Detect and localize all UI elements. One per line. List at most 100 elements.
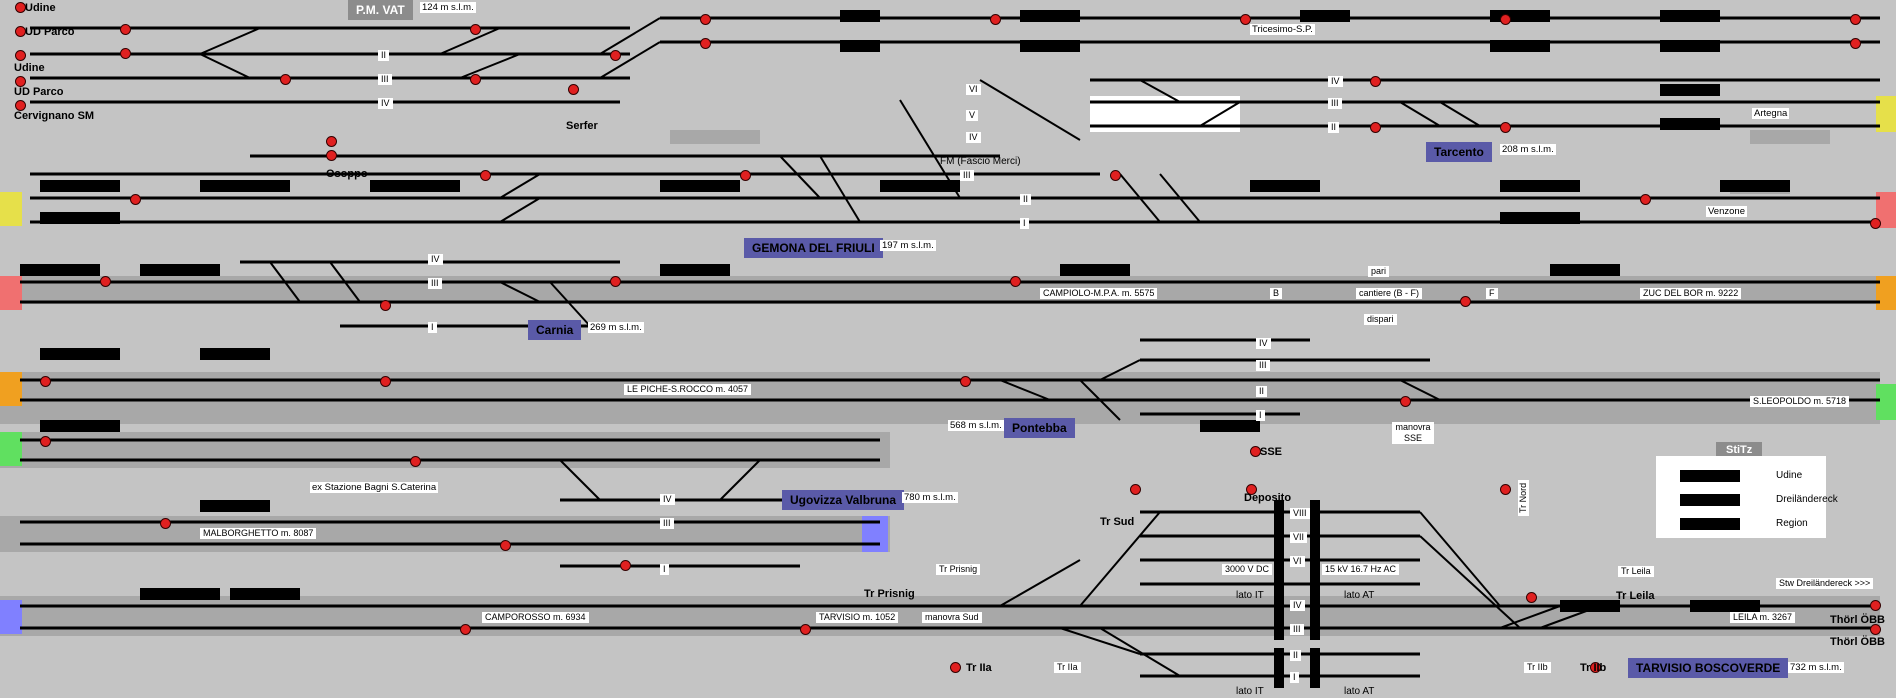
station-carnia[interactable]: Carnia [528, 320, 582, 340]
station-boscoverde[interactable]: TARVISIO BOSCOVERDE [1628, 658, 1789, 678]
signal[interactable] [1370, 76, 1381, 87]
track-label-v: V [966, 110, 979, 121]
signal[interactable] [460, 624, 471, 635]
label-vdc: 3000 V DC [1222, 564, 1273, 575]
track-label-ii-c: II [1328, 122, 1340, 133]
legend-label: Udine [1776, 470, 1803, 481]
label-thorl-2: Thörl ÖBB [1830, 636, 1885, 648]
signal[interactable] [1250, 446, 1261, 457]
km-malborghetto: MALBORGHETTO m. 8087 [200, 528, 317, 539]
signal[interactable] [480, 170, 491, 181]
signal[interactable] [800, 624, 811, 635]
signal[interactable] [1130, 484, 1141, 495]
alt-ugovizza: 780 m s.l.m. [902, 492, 958, 503]
label-dispari: dispari [1364, 314, 1397, 325]
label-artegna: Artegna [1752, 108, 1790, 119]
signal[interactable] [120, 24, 131, 35]
track-label-iii: III [378, 74, 392, 85]
signal[interactable] [1640, 194, 1651, 205]
label-ac: 15 kV 16.7 Hz AC [1322, 564, 1400, 575]
legend-title: StiTz [1716, 442, 1763, 458]
signal[interactable] [15, 76, 26, 87]
signal[interactable] [1870, 600, 1881, 611]
block-segments [20, 10, 1790, 688]
signal[interactable] [15, 50, 26, 61]
signal[interactable] [326, 136, 337, 147]
signal[interactable] [990, 14, 1001, 25]
station-pmvat[interactable]: P.M. VAT [348, 0, 413, 20]
signal[interactable] [740, 170, 751, 181]
track-lines [20, 16, 1880, 678]
signal[interactable] [610, 276, 621, 287]
station-tarcento[interactable]: Tarcento [1426, 142, 1492, 162]
label-deposito: Deposito [1244, 492, 1292, 504]
station-gemona[interactable]: GEMONA DEL FRIULI [744, 238, 883, 258]
crossovers [199, 17, 1601, 677]
station-ugovizza[interactable]: Ugovizza Valbruna [782, 490, 905, 510]
label-tr-iib-2: Tr IIb [1580, 662, 1607, 674]
signal[interactable] [40, 376, 51, 387]
label-manovra-sse: manovra SSE [1392, 422, 1434, 444]
signal[interactable] [1010, 276, 1021, 287]
signal[interactable] [130, 194, 141, 205]
signal[interactable] [1110, 170, 1121, 181]
label-pari: pari [1368, 266, 1390, 277]
signal[interactable] [1526, 592, 1537, 603]
signal[interactable] [1460, 296, 1471, 307]
signal[interactable] [1500, 122, 1511, 133]
signal[interactable] [1240, 14, 1251, 25]
label-serfer: Serfer [566, 120, 598, 132]
label-lato-at: lato AT [1344, 590, 1375, 601]
signal[interactable] [1246, 484, 1257, 495]
signal[interactable] [960, 376, 971, 387]
signal[interactable] [1850, 14, 1861, 25]
signal[interactable] [380, 376, 391, 387]
signal[interactable] [620, 560, 631, 571]
signal[interactable] [470, 74, 481, 85]
signal[interactable] [15, 2, 26, 13]
track-label-iv-d: IV [428, 254, 443, 265]
label-sse: SSE [1260, 446, 1283, 458]
signal[interactable] [1590, 662, 1601, 673]
signal[interactable] [326, 150, 337, 161]
signal[interactable] [1870, 624, 1881, 635]
signal[interactable] [15, 26, 26, 37]
signal[interactable] [950, 662, 961, 673]
signal[interactable] [1500, 484, 1511, 495]
signal[interactable] [380, 300, 391, 311]
signal[interactable] [500, 540, 511, 551]
km-tarvisio: TARVISIO m. 1052 [816, 612, 899, 623]
alt-pmvat: 124 m s.l.m. [420, 2, 476, 13]
signal[interactable] [470, 24, 481, 35]
signal[interactable] [280, 74, 291, 85]
signal[interactable] [40, 436, 51, 447]
label-tr-leila-2: Tr Leila [1616, 590, 1655, 602]
legend-label: Dreiländereck [1776, 494, 1838, 505]
track-label-vii: VII [1290, 532, 1308, 543]
track-label-iv-g: IV [1290, 600, 1305, 611]
signal[interactable] [1870, 218, 1881, 229]
dest-cervignano: Cervignano SM [14, 110, 95, 122]
signal[interactable] [1370, 122, 1381, 133]
signal[interactable] [120, 48, 131, 59]
signal[interactable] [410, 456, 421, 467]
legend-swatch [1680, 470, 1740, 482]
alt-gemona: 197 m s.l.m. [880, 240, 936, 251]
label-b: B [1270, 288, 1283, 299]
km-sleopoldo: S.LEOPOLDO m. 5718 [1750, 396, 1850, 407]
signal[interactable] [100, 276, 111, 287]
signal[interactable] [700, 14, 711, 25]
signal[interactable] [1400, 396, 1411, 407]
signal[interactable] [1500, 14, 1511, 25]
track-label-ii-g: II [1290, 650, 1302, 661]
signal[interactable] [15, 100, 26, 111]
signal[interactable] [610, 50, 621, 61]
label-manovra-sud: manovra Sud [922, 612, 982, 623]
legend: Udine Dreiländereck Region [1656, 456, 1838, 538]
station-pontebba[interactable]: Pontebba [1004, 418, 1075, 438]
signal[interactable] [1850, 38, 1861, 49]
signal[interactable] [568, 84, 579, 95]
signal[interactable] [160, 518, 171, 529]
signal[interactable] [700, 38, 711, 49]
